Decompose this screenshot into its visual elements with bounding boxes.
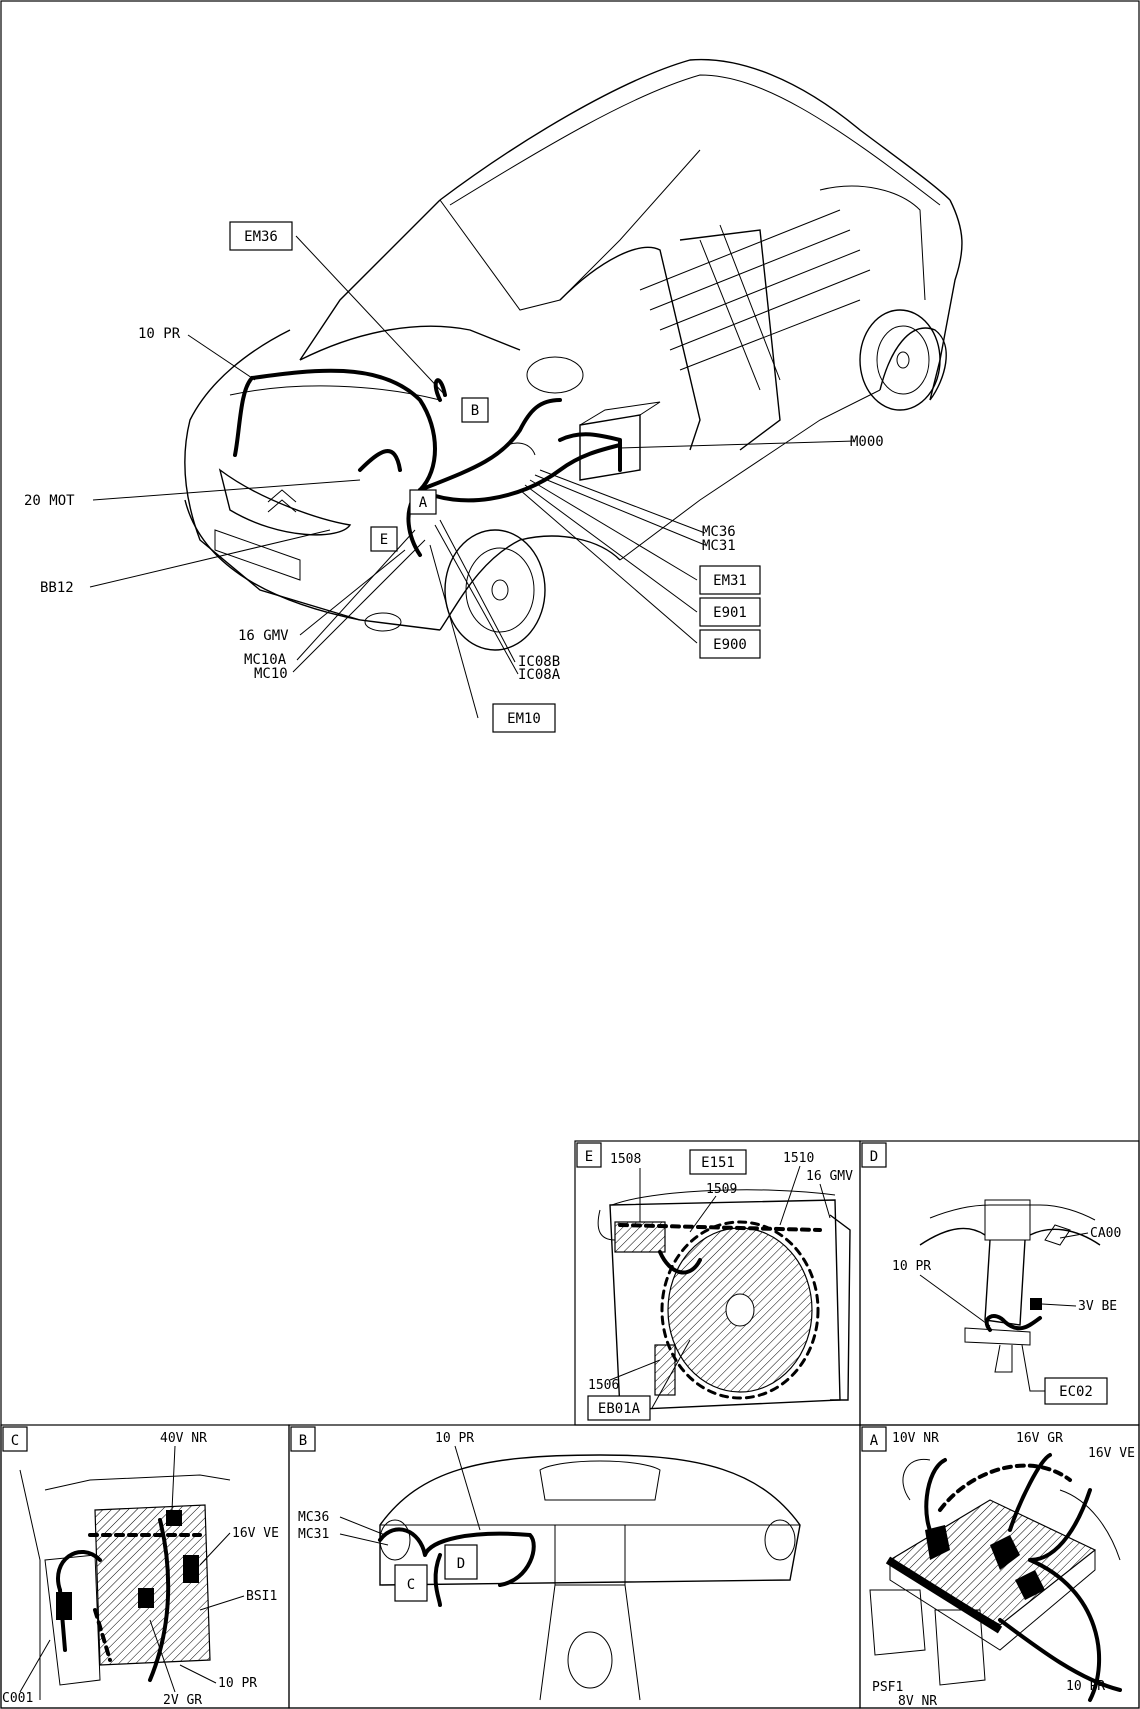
callout-10pr: 10 PR <box>138 326 181 342</box>
label-10pr-b: 10 PR <box>435 1431 474 1446</box>
marker-e: E <box>380 532 388 548</box>
main-harness <box>233 368 622 557</box>
callout-mc36: MC36 <box>702 524 736 540</box>
label-eb01a: EB01A <box>598 1401 641 1417</box>
label-1506: 1506 <box>588 1378 619 1393</box>
callout-em36: EM36 <box>244 229 278 245</box>
label-10pr-d: 10 PR <box>892 1259 931 1274</box>
label-ec02: EC02 <box>1059 1384 1093 1400</box>
label-3vbe: 3V BE <box>1078 1299 1117 1314</box>
marker-d: D <box>457 1556 465 1572</box>
detail-e: E 1508 E151 1509 1510 16 GMV 1506 EB01A <box>576 1142 853 1421</box>
callout-e901: E901 <box>713 605 747 621</box>
label-16gmv-e: 16 GMV <box>806 1169 853 1184</box>
marker-a: A <box>419 495 428 511</box>
callout-em10: EM10 <box>507 711 541 727</box>
label-10vnr: 10V NR <box>892 1431 939 1446</box>
callout-16gmv: 16 GMV <box>238 628 289 644</box>
detail-b: B C D 10 PR MC36 MC31 <box>290 1426 801 1701</box>
marker-b: B <box>471 403 479 419</box>
label-psf1: PSF1 <box>872 1680 903 1695</box>
marker-c: C <box>407 1577 415 1593</box>
callout-bb12: BB12 <box>40 580 74 596</box>
detail-c: C 40V NR 16V VE BSI1 C001 2V GR 10 PR <box>2 1426 279 1708</box>
label-16vgr: 16V GR <box>1016 1431 1063 1446</box>
label-ca00: CA00 <box>1090 1226 1121 1241</box>
plain-callouts: 10 PR 20 MOT BB12 16 GMV MC10A MC10 IC08… <box>24 326 884 683</box>
detail-d-letter: D <box>870 1149 878 1165</box>
label-40vnr: 40V NR <box>160 1431 207 1446</box>
callout-20mot: 20 MOT <box>24 493 75 509</box>
label-mc31-b: MC31 <box>298 1527 329 1542</box>
detail-a: A 10V NR 16V GR 16V VE PSF1 8V NR 10 PR <box>861 1426 1135 1709</box>
label-16vve-a: 16V VE <box>1088 1446 1135 1461</box>
label-1509: 1509 <box>706 1182 737 1197</box>
detail-e-letter: E <box>585 1149 593 1165</box>
detail-d: D CA00 10 PR 3V BE EC02 <box>861 1142 1121 1405</box>
detail-b-letter: B <box>299 1433 307 1449</box>
main-detail-markers: B A E <box>370 397 489 552</box>
detail-c-letter: C <box>11 1433 19 1449</box>
label-16vve-c: 16V VE <box>232 1526 279 1541</box>
detail-panel-frames <box>0 1140 1140 1709</box>
label-10pr-c: 10 PR <box>218 1676 257 1691</box>
label-2vgr: 2V GR <box>163 1693 202 1708</box>
label-bsi1: BSI1 <box>246 1589 277 1604</box>
callout-mc31: MC31 <box>702 538 736 554</box>
label-1508: 1508 <box>610 1152 641 1167</box>
callout-ic08a: IC08A <box>518 667 561 683</box>
label-mc36-b: MC36 <box>298 1510 329 1525</box>
callout-m000: M000 <box>850 434 884 450</box>
callout-ic08b: IC08B <box>518 654 560 670</box>
boxed-callouts: EM36 EM31 E901 E900 EM10 <box>229 221 761 733</box>
car-illustration <box>184 58 963 651</box>
label-10pr-a: 10 PR <box>1066 1679 1105 1694</box>
label-c001: C001 <box>2 1691 33 1706</box>
detail-a-letter: A <box>870 1433 879 1449</box>
label-8vnr: 8V NR <box>898 1694 937 1709</box>
label-1510: 1510 <box>783 1151 814 1166</box>
callout-e900: E900 <box>713 637 747 653</box>
callout-em31: EM31 <box>713 573 747 589</box>
callout-mc10: MC10 <box>254 666 288 682</box>
callout-mc10a: MC10A <box>244 652 287 668</box>
label-e151: E151 <box>701 1155 735 1171</box>
callout-leaders <box>89 235 856 719</box>
